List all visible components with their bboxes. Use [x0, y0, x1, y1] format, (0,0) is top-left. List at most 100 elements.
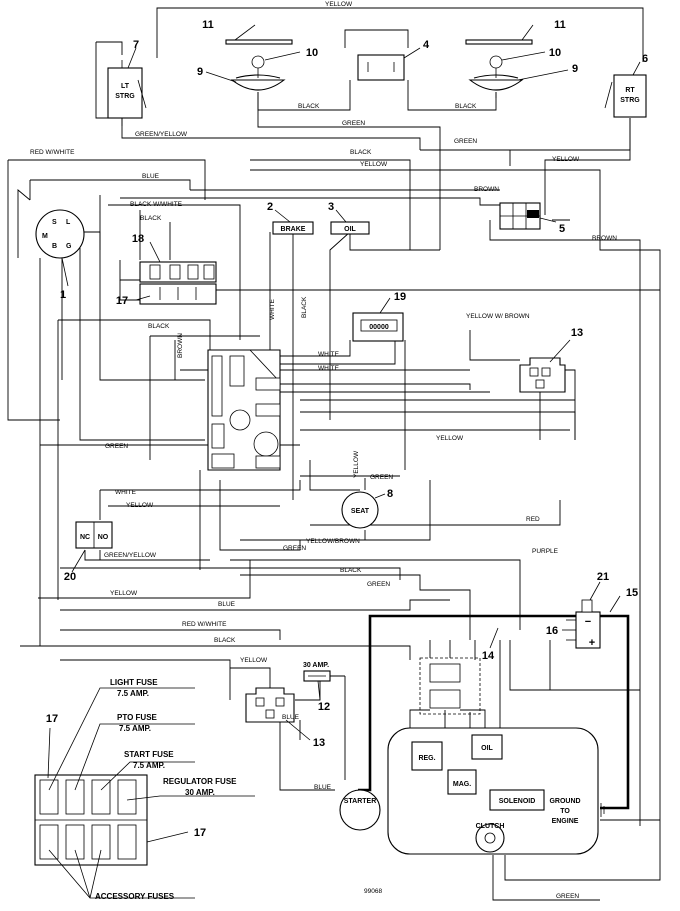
- clutch-label: CLUTCH: [476, 823, 505, 830]
- light-fuse-rating: 7.5 AMP.: [117, 689, 149, 698]
- wire-label: BLACK: [148, 323, 170, 330]
- callout-11-right: 11: [554, 19, 566, 31]
- callout-13-lower: 13: [313, 737, 325, 749]
- callout-16: 16: [546, 625, 558, 637]
- regulator: REG.: [411, 741, 443, 771]
- wire-label: YELLOW/BROWN: [306, 538, 360, 545]
- no-label: NO: [98, 534, 109, 541]
- lower-relay: [245, 687, 295, 723]
- lt-strg-line1: LT: [121, 83, 130, 90]
- hour-meter: 00000: [352, 312, 404, 342]
- solenoid-label: SOLENOID: [499, 798, 536, 805]
- fuse-30amp-label: 30 AMP.: [303, 662, 329, 669]
- wire-label: GREEN: [370, 474, 393, 481]
- wire-label: BLUE: [282, 714, 300, 721]
- callout-17-upper: 17: [116, 295, 128, 307]
- wire-label: BROWN: [474, 186, 499, 193]
- nc-no-switch: NC NO: [75, 521, 113, 549]
- right-headlight: [468, 55, 524, 98]
- wire-label: BLUE: [314, 784, 332, 791]
- wire-label: BLACK: [298, 103, 320, 110]
- wire-label: GREEN: [105, 443, 128, 450]
- control-module: [207, 349, 281, 471]
- starter-motor: STARTER: [339, 789, 381, 831]
- start-fuse-rating: 7.5 AMP.: [133, 761, 165, 770]
- ground-line3: ENGINE: [552, 818, 579, 825]
- right-lamp-shade: [465, 39, 533, 45]
- wire-label: GREEN/YELLOW: [104, 552, 157, 559]
- wire-color-labels: YELLOW BLACK BLACK GREEN GREEN/YELLOW GR…: [30, 1, 617, 900]
- callout-8: 8: [387, 488, 393, 500]
- callout-5: 5: [559, 223, 565, 235]
- wire-label: GREEN: [556, 893, 579, 900]
- callout-15: 15: [626, 587, 638, 599]
- callout-10-left: 10: [306, 47, 318, 59]
- wire-label: RED W/WHITE: [30, 149, 75, 156]
- fuse-legend-leaders: [48, 687, 255, 899]
- ground-line2: TO: [560, 808, 570, 815]
- callout-13-upper: 13: [571, 327, 583, 339]
- seat-label: SEAT: [351, 508, 370, 515]
- magneto: MAG.: [447, 769, 477, 795]
- wire-label: YELLOW: [325, 1, 353, 8]
- fuse-panel: [34, 774, 148, 866]
- callout-12: 12: [318, 701, 330, 713]
- left-steering-switch: LT STRG: [107, 60, 147, 126]
- wire-label: YELLOW W/ BROWN: [466, 313, 530, 320]
- wire-label: BROWN: [177, 333, 184, 358]
- wire-label: BLACK: [340, 567, 362, 574]
- brake-switch: BRAKE: [272, 221, 314, 235]
- wire-label: BLACK: [214, 637, 236, 644]
- start-fuse-title: START FUSE: [124, 750, 174, 759]
- inline-fuse-30a: 30 AMP.: [303, 662, 331, 682]
- solenoid: SOLENOID: [489, 789, 545, 811]
- light-module: [357, 54, 405, 81]
- svg-text:00000: 00000: [369, 324, 389, 331]
- starter-label: STARTER: [344, 798, 377, 805]
- callout-1: 1: [60, 289, 66, 301]
- wire-label: BLACK: [301, 296, 308, 318]
- engine-connector: [419, 657, 481, 715]
- callout-19: 19: [394, 291, 406, 303]
- callout-17-panel-top: 17: [46, 713, 58, 725]
- upper-fuse-holder: [139, 261, 217, 305]
- seat-switch: SEAT: [341, 491, 379, 529]
- key-terminal-s: S: [52, 219, 57, 226]
- rt-strg-line2: STRG: [620, 97, 640, 104]
- oil-switch: OIL: [330, 221, 370, 235]
- oil-switch-label: OIL: [344, 226, 356, 233]
- accessory-fuses-label: ACCESSORY FUSES: [95, 892, 175, 901]
- callout-21: 21: [597, 571, 609, 583]
- callout-9-right: 9: [572, 63, 578, 75]
- drawing-number: 99068: [364, 888, 382, 895]
- wire-label: WHITE: [318, 365, 340, 372]
- wire-label: GREEN: [342, 120, 365, 127]
- callout-20: 20: [64, 571, 76, 583]
- rt-strg-line1: RT: [625, 87, 635, 94]
- light-fuse-title: LIGHT FUSE: [110, 678, 158, 687]
- callout-10-right: 10: [549, 47, 561, 59]
- upper-relay: [519, 357, 566, 393]
- left-headlight: [230, 55, 286, 98]
- callout-11-left: 11: [202, 19, 214, 31]
- wire-label: BLUE: [218, 601, 236, 608]
- brake-label: BRAKE: [281, 226, 306, 233]
- callout-7: 7: [133, 39, 139, 51]
- wire-label: BLACK: [350, 149, 372, 156]
- wire-label: BLUE: [142, 173, 160, 180]
- callout-9-left: 9: [197, 66, 203, 78]
- key-terminal-m: M: [42, 233, 48, 240]
- pto-fuse-rating: 7.5 AMP.: [119, 724, 151, 733]
- callout-18: 18: [132, 233, 144, 245]
- wire-label: BLACK: [140, 215, 162, 222]
- wire-label: PURPLE: [532, 548, 559, 555]
- regulator-fuse-title: REGULATOR FUSE: [163, 777, 237, 786]
- nc-label: NC: [80, 534, 90, 541]
- fuse-row-bottom: [39, 824, 137, 860]
- wire-label: YELLOW: [436, 435, 464, 442]
- callout-14: 14: [482, 650, 495, 662]
- wire-label: RED: [526, 516, 540, 523]
- callout-2: 2: [267, 201, 273, 213]
- right-steering-switch: RT STRG: [604, 74, 647, 118]
